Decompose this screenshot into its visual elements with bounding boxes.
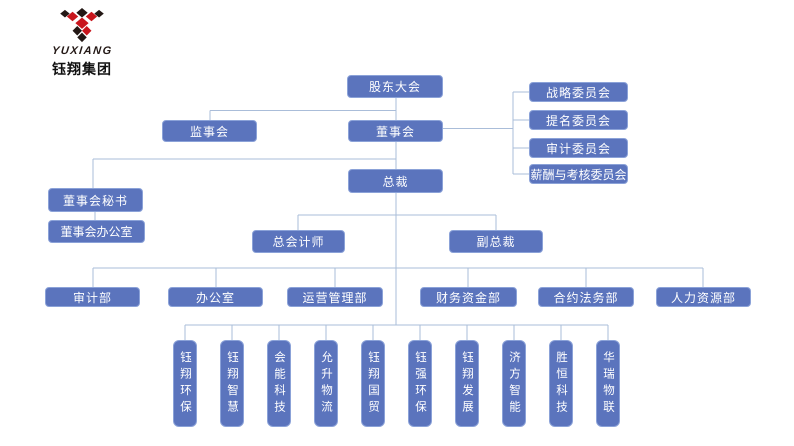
org-node-supervisory-board: 监事会 [162,120,257,142]
org-node-sub-jifang-intelligence: 济方智能 [502,340,526,427]
org-node-dept-audit: 审计部 [45,287,140,307]
org-node-dept-office: 办公室 [168,287,263,307]
org-node-board-of-directors: 董事会 [348,120,443,142]
org-node-sub-yuqiang-environment: 钰强环保 [408,340,432,427]
company-logo: YUXIANG 钰翔集团 [40,8,124,79]
org-node-shareholders-meeting: 股东大会 [347,75,443,98]
org-node-remuneration-appraisal-committee: 薪酬与考核委员会 [529,164,628,184]
org-node-sub-yuxiang-development: 钰翔发展 [455,340,479,427]
org-node-dept-human-resources: 人力资源部 [656,287,751,307]
logo-wordmark: YUXIANG [51,45,113,57]
org-node-dept-finance-treasury: 财务资金部 [420,287,517,307]
org-node-nomination-committee: 提名委员会 [529,110,628,130]
org-node-board-office: 董事会办公室 [48,220,145,243]
org-node-sub-yuxiang-environment: 钰翔环保 [173,340,197,427]
org-node-president: 总裁 [348,169,443,193]
org-node-sub-yunsheng-logistics: 允升物流 [314,340,338,427]
org-node-sub-huineng-tech: 会能科技 [267,340,291,427]
org-node-sub-yuxiang-wisdom: 钰翔智慧 [220,340,244,427]
org-node-dept-operations: 运营管理部 [287,287,383,307]
logo-mark [60,8,104,43]
org-node-strategy-committee: 战略委员会 [529,82,628,102]
org-node-audit-committee: 审计委员会 [529,138,628,158]
company-name: 钰翔集团 [52,61,112,77]
org-node-vice-president: 副总裁 [449,230,543,253]
org-node-sub-huarui-iot: 华瑞物联 [596,340,620,427]
org-node-board-secretary: 董事会秘书 [48,188,143,212]
org-node-dept-contract-legal: 合约法务部 [538,287,634,307]
org-node-sub-yuxiang-trade: 钰翔国贸 [361,340,385,427]
org-node-chief-accountant: 总会计师 [252,230,345,253]
org-node-sub-shengheng-tech: 胜恒科技 [549,340,573,427]
